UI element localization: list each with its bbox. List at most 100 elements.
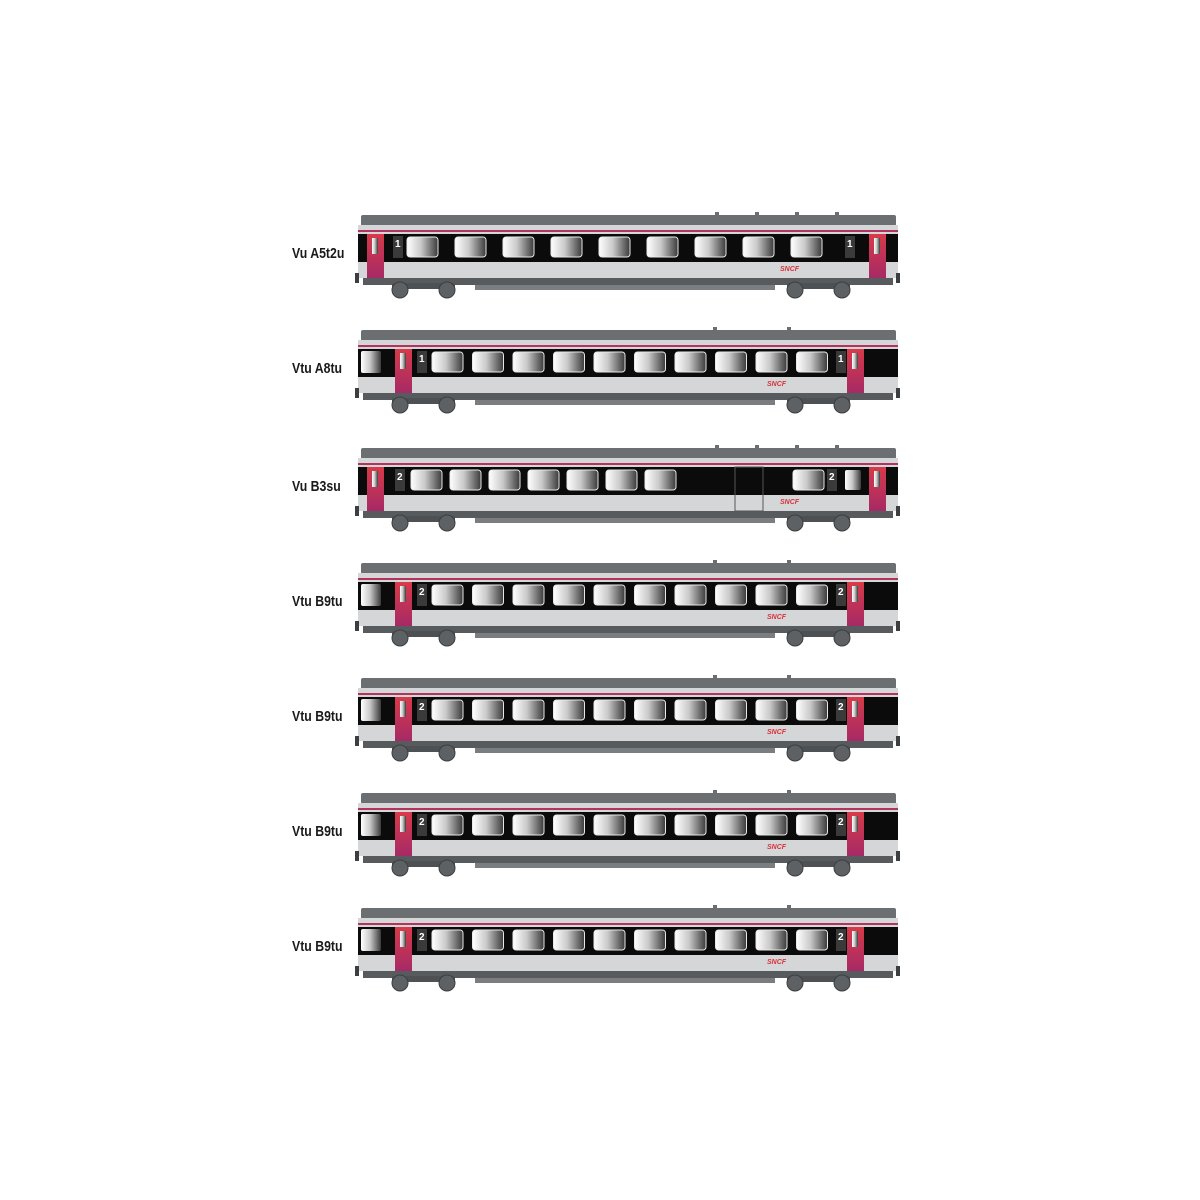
- window: [449, 469, 482, 491]
- window: [796, 351, 828, 373]
- window: [845, 470, 861, 490]
- window: [593, 584, 626, 606]
- class-marker: [393, 236, 403, 258]
- window: [634, 584, 666, 606]
- window: [550, 236, 583, 258]
- class-number: 2: [838, 702, 844, 713]
- wheel: [438, 396, 456, 414]
- window: [634, 814, 666, 836]
- window: [796, 814, 828, 836]
- roof-vent: [787, 675, 791, 679]
- window: [472, 929, 504, 951]
- stripe: [358, 578, 898, 580]
- door: [367, 467, 384, 511]
- window: [715, 699, 747, 721]
- coach-label: Vu B3su: [292, 478, 341, 494]
- class-marker: [836, 699, 846, 721]
- window: [715, 814, 747, 836]
- class-marker: [836, 929, 846, 951]
- buffer: [355, 506, 359, 516]
- class-marker: [417, 699, 427, 721]
- coach-label: Vtu B9tu: [292, 708, 343, 724]
- window: [527, 469, 560, 491]
- window: [755, 584, 788, 606]
- roof: [361, 330, 896, 341]
- roof-vent: [713, 905, 717, 909]
- window: [796, 699, 828, 721]
- class-number: 1: [395, 239, 401, 250]
- class-marker: [827, 469, 837, 491]
- roof-vent: [835, 445, 839, 449]
- window: [796, 929, 828, 951]
- buffer: [355, 966, 359, 976]
- door-window: [372, 238, 378, 254]
- underframe: [363, 393, 893, 400]
- wheel: [391, 859, 409, 877]
- door: [847, 927, 864, 971]
- wheel: [786, 396, 804, 414]
- window: [715, 351, 747, 373]
- window: [553, 351, 585, 373]
- class-marker: [836, 814, 846, 836]
- door-window: [874, 471, 880, 487]
- class-number: 2: [838, 932, 844, 943]
- window: [755, 351, 788, 373]
- underframe-equipment: [475, 863, 775, 868]
- door-window: [852, 816, 858, 832]
- roof-vent: [787, 327, 791, 331]
- window: [634, 351, 666, 373]
- class-marker: [395, 469, 405, 491]
- window: [715, 929, 747, 951]
- buffer: [896, 621, 900, 631]
- door-window: [400, 701, 406, 717]
- window: [755, 929, 788, 951]
- window: [644, 469, 677, 491]
- underframe-equipment: [475, 400, 775, 405]
- wheel: [786, 859, 804, 877]
- buffer: [896, 736, 900, 746]
- window: [472, 351, 504, 373]
- class-marker: [417, 814, 427, 836]
- stripe: [358, 345, 898, 347]
- wheel: [391, 396, 409, 414]
- class-number: 1: [838, 354, 844, 365]
- stripe: [358, 808, 898, 810]
- window: [410, 469, 443, 491]
- window: [406, 236, 439, 258]
- class-marker: [417, 929, 427, 951]
- sncf-logo: SNCF: [767, 729, 787, 736]
- roof-vent: [713, 675, 717, 679]
- class-number: 1: [847, 239, 853, 250]
- roof-vent: [755, 212, 759, 216]
- sncf-logo: SNCF: [780, 266, 800, 273]
- sncf-logo: SNCF: [767, 844, 787, 851]
- wheel: [438, 281, 456, 299]
- baggage-door: [734, 466, 764, 512]
- window: [742, 236, 775, 258]
- window: [598, 236, 631, 258]
- class-number: 2: [397, 472, 403, 483]
- sncf-logo: SNCF: [767, 959, 787, 966]
- class-marker: [417, 584, 427, 606]
- roof-vent: [713, 327, 717, 331]
- door: [395, 349, 412, 393]
- wheel: [438, 974, 456, 992]
- stripe: [358, 923, 898, 925]
- window: [512, 699, 545, 721]
- door-window: [400, 586, 406, 602]
- door: [847, 582, 864, 626]
- wheel: [438, 744, 456, 762]
- door: [395, 927, 412, 971]
- buffer: [896, 966, 900, 976]
- window: [472, 584, 504, 606]
- class-marker: [417, 351, 427, 373]
- door-window: [400, 353, 406, 369]
- window: [431, 584, 464, 606]
- roof-vent: [795, 212, 799, 216]
- class-marker: [836, 584, 846, 606]
- roof: [361, 215, 896, 226]
- end-window: [361, 814, 381, 836]
